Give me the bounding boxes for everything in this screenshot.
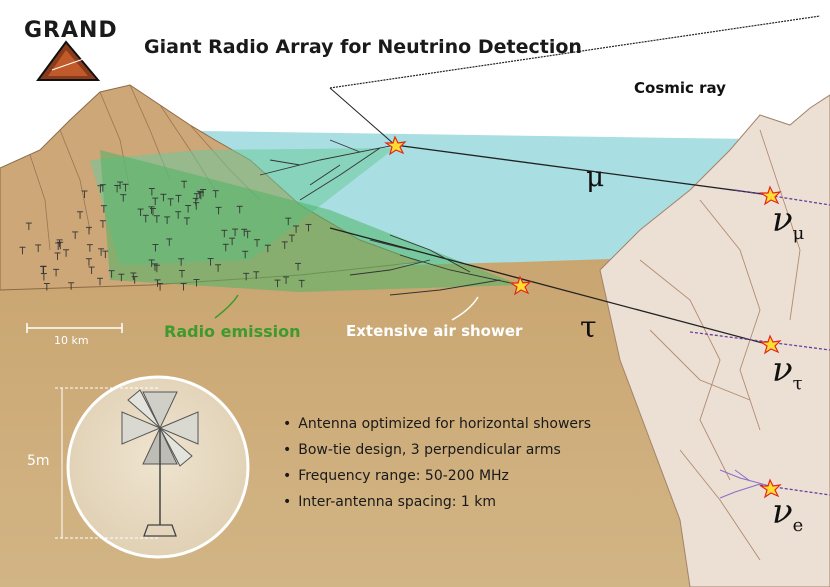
scale-bar-label: 10 km <box>54 334 89 347</box>
logo-text: GRAND <box>24 18 118 43</box>
nu-mu-symbol: ν <box>772 200 793 240</box>
feature-item: Frequency range: 50-200 MHz <box>283 463 591 489</box>
right-mountain <box>599 94 830 587</box>
muon-shower-branches <box>259 139 396 201</box>
bowtie-antenna-icon <box>121 389 199 537</box>
right-mountain-contours <box>639 129 801 561</box>
tau-shower-branches <box>349 234 521 296</box>
nu-tau-symbol: ν <box>772 350 793 390</box>
air-shower-pointer <box>451 296 479 321</box>
nu-mu-track <box>734 189 830 206</box>
feature-item: Antenna optimized for horizontal showers <box>283 411 591 437</box>
antenna-features-list: Antenna optimized for horizontal showers… <box>283 411 591 515</box>
muon-track <box>394 144 771 196</box>
nu-mu-subscript: μ <box>792 222 805 244</box>
nu-mu-label: νμ <box>772 200 804 244</box>
cosmic-ray-track <box>329 15 821 89</box>
nu-tau-track <box>689 331 830 351</box>
cosmic-ray-label: Cosmic ray <box>634 79 726 97</box>
tau-track <box>329 227 771 346</box>
interaction-stars <box>384 135 782 499</box>
nu-tau-label: ντ <box>772 350 803 394</box>
height-guides <box>55 387 158 539</box>
nu-e-shower <box>719 469 771 499</box>
feature-item: Bow-tie design, 3 perpendicular arms <box>283 437 591 463</box>
muon-label: μ <box>586 160 605 193</box>
grand-triangle-logo <box>36 40 101 81</box>
radio-emission-label: Radio emission <box>164 322 301 341</box>
nu-e-label: νe <box>772 492 803 536</box>
nu-e-symbol: ν <box>772 492 793 532</box>
radio-cone-tau <box>100 150 520 292</box>
radio-emission-pointer <box>214 294 239 319</box>
antenna-height-label: 5m <box>27 453 50 469</box>
nu-e-subscript: e <box>792 514 804 536</box>
antenna-inset <box>66 375 250 559</box>
cosmic-shower-core <box>329 87 396 146</box>
nu-tau-subscript: τ <box>792 372 803 394</box>
air-shower-label: Extensive air shower <box>346 322 523 340</box>
antenna-field <box>19 180 312 291</box>
tau-label: τ <box>580 310 597 345</box>
page-title: Giant Radio Array for Neutrino Detection <box>144 36 582 58</box>
feature-item: Inter-antenna spacing: 1 km <box>283 489 591 515</box>
scale-bar <box>26 323 123 333</box>
